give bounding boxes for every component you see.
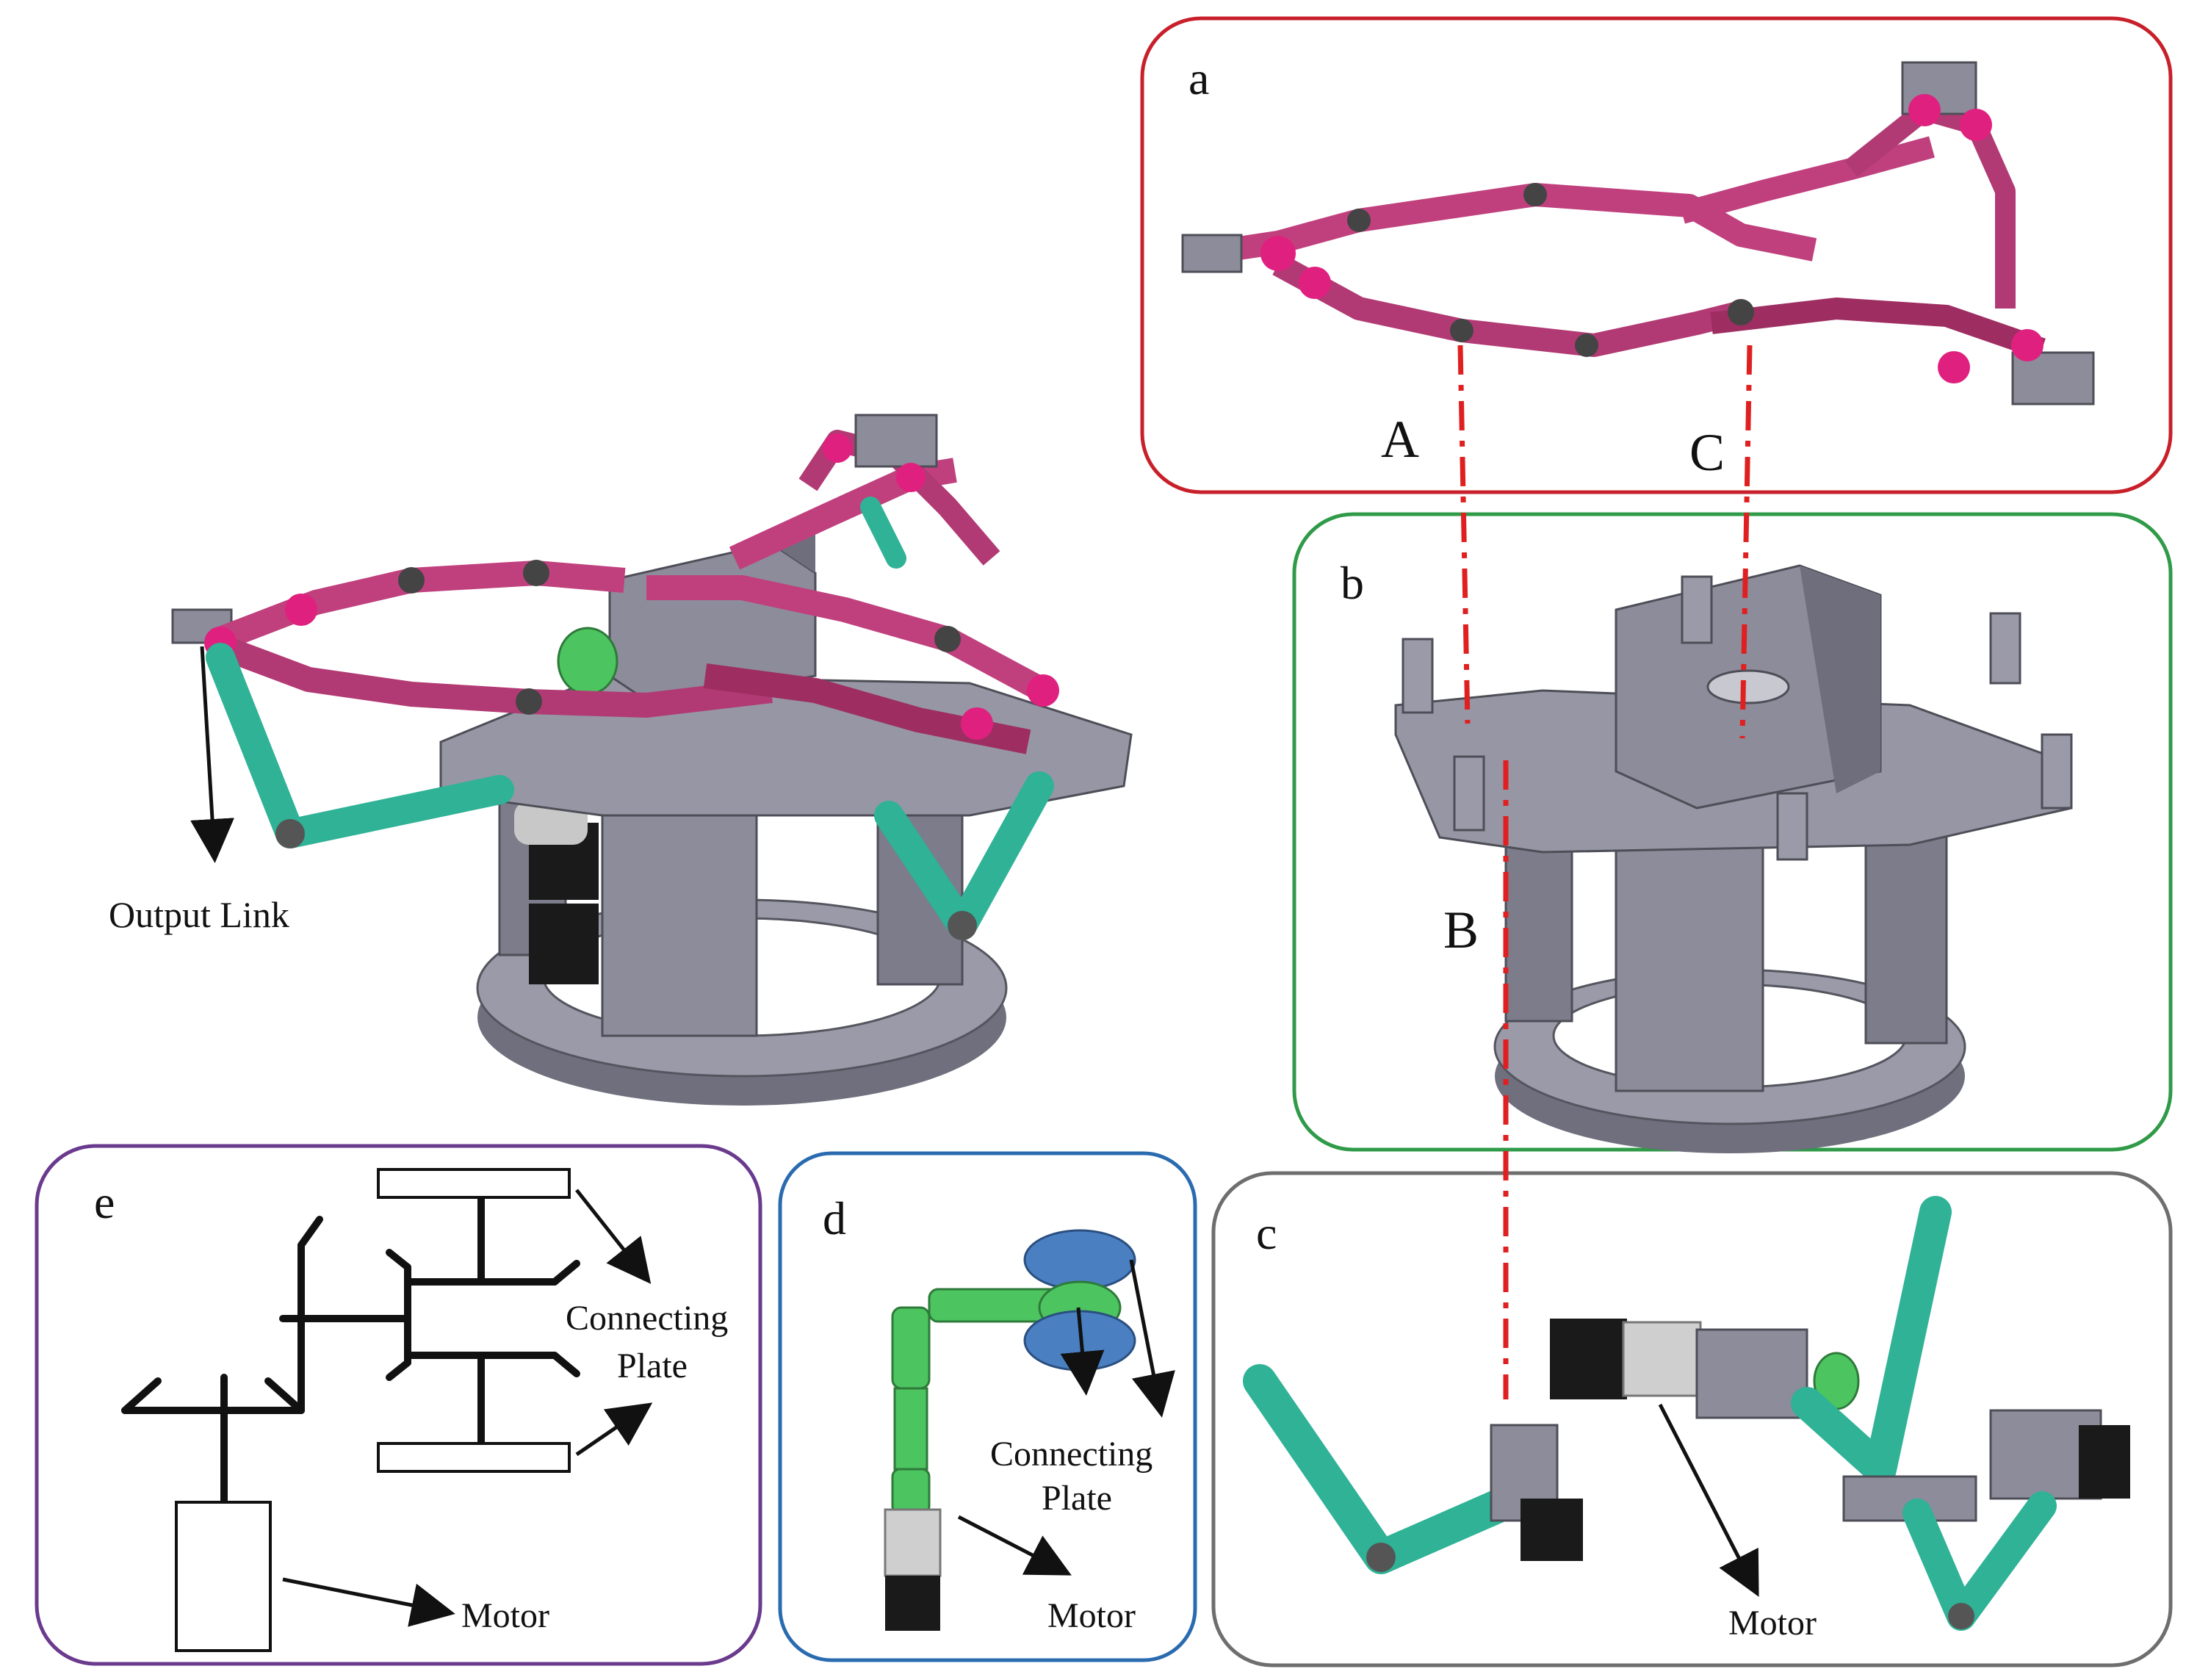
panel-d-plate-arrow-2 [1129,1259,1175,1418]
panel-d-top-plate [1023,1229,1136,1291]
panel-c-border [1211,1171,2173,1668]
panel-d-plate-label-1: Connecting [990,1435,1152,1474]
panel-a-letter: a [1188,52,1209,104]
panel-e-bottom-plate [377,1442,571,1473]
panel-c-left-leg-joint [1366,1543,1396,1572]
panel-c: c Motor [1211,1171,2173,1668]
panel-c-mid-motor [1550,1319,1627,1399]
panel-d-gearbox [884,1508,942,1577]
panel-e-motor-box [175,1501,272,1652]
panel-d-vertical-shaft-top [891,1306,931,1390]
panel-e-top-plate [377,1168,571,1199]
back-bracket [854,414,938,468]
panel-e-gear-schematic [121,1179,580,1506]
panel-b-bearing [1706,669,1790,704]
panel-b: b B [1292,512,2173,1153]
panel-d-vertical-shaft-mid [893,1387,928,1471]
panel-e-plate-label-2: Plate [617,1346,688,1385]
panel-d-plate-arrow-1 [1060,1307,1105,1396]
panel-d-plate-label-2: Plate [1042,1479,1112,1518]
panel-e-plate-label-1: Connecting [566,1299,728,1338]
panel-d-motor-arrow [957,1515,1072,1576]
panel-c-right-motor [2079,1425,2130,1499]
panel-a: a A C [1140,16,2173,494]
panel-e-motor-label: Motor [461,1596,549,1635]
panel-d-motor-label: Motor [1047,1596,1136,1635]
output-link-arrow [190,646,234,863]
joint-markers [204,433,1059,740]
connector-C-label: C [1689,423,1725,482]
panel-b-posts [1402,575,2073,861]
back-link-chain [729,458,957,570]
panel-a-joints [1260,94,2043,383]
panel-a-right-chain [1710,298,2046,360]
output-leg-back [860,497,906,569]
panel-e-letter: e [94,1176,115,1228]
panel-b-pillar-left [1504,829,1573,1023]
panel-c-motor-arrow [1658,1403,1759,1597]
panel-b-pillar-right [1864,829,1948,1045]
panel-d-letter: d [823,1192,846,1244]
panel-e: e Connecting Plate Motor [35,1144,762,1666]
panel-a-back-chain [1679,136,1935,224]
motor-body-2 [529,904,599,984]
panel-d-motor [885,1576,940,1631]
panel-c-mid-block [1695,1328,1808,1419]
leg-joint-right [948,911,977,940]
connector-line-A [1457,345,1471,724]
panel-c-right-leg [1902,1491,2057,1631]
panel-a-border [1140,16,2173,494]
lower-link-chain [216,635,773,718]
full-assembly: Output Link [109,414,1133,1106]
panel-e-plate-arrow-1 [575,1189,652,1284]
panel-a-left-bracket [1181,234,1243,273]
panel-e-plate-arrow-2 [575,1402,653,1457]
connector-A-label: A [1381,410,1419,469]
panel-c-mid-leg [1791,1196,1952,1485]
panel-d-border [778,1151,1197,1662]
leg-joint-left [275,819,305,848]
panel-a-lower-chain [1272,253,1744,357]
coupling-green [557,627,618,696]
panel-b-pillar-front [1615,829,1764,1092]
connector-lines [1457,345,1753,1399]
panel-e-motor-arrow [282,1577,455,1627]
panel-b-letter: b [1341,557,1364,609]
panel-c-motor-label: Motor [1728,1604,1817,1643]
panel-c-right-leg-joint [1948,1603,1974,1629]
panel-d-coupling [891,1468,931,1515]
panel-c-mid-gearbox [1622,1321,1702,1397]
connector-B-label: B [1443,901,1479,959]
panel-b-central-housing-side [1800,566,1880,793]
panel-d: d Connecting Plate Motor [778,1151,1197,1662]
panel-c-left-motor [1521,1499,1583,1561]
connector-line-C [1739,345,1753,739]
panel-c-left-leg [1243,1364,1515,1574]
panel-c-letter: c [1256,1207,1277,1259]
right-link-chain [646,575,1050,702]
panel-e-border [35,1144,762,1666]
output-link-label: Output Link [109,894,289,935]
